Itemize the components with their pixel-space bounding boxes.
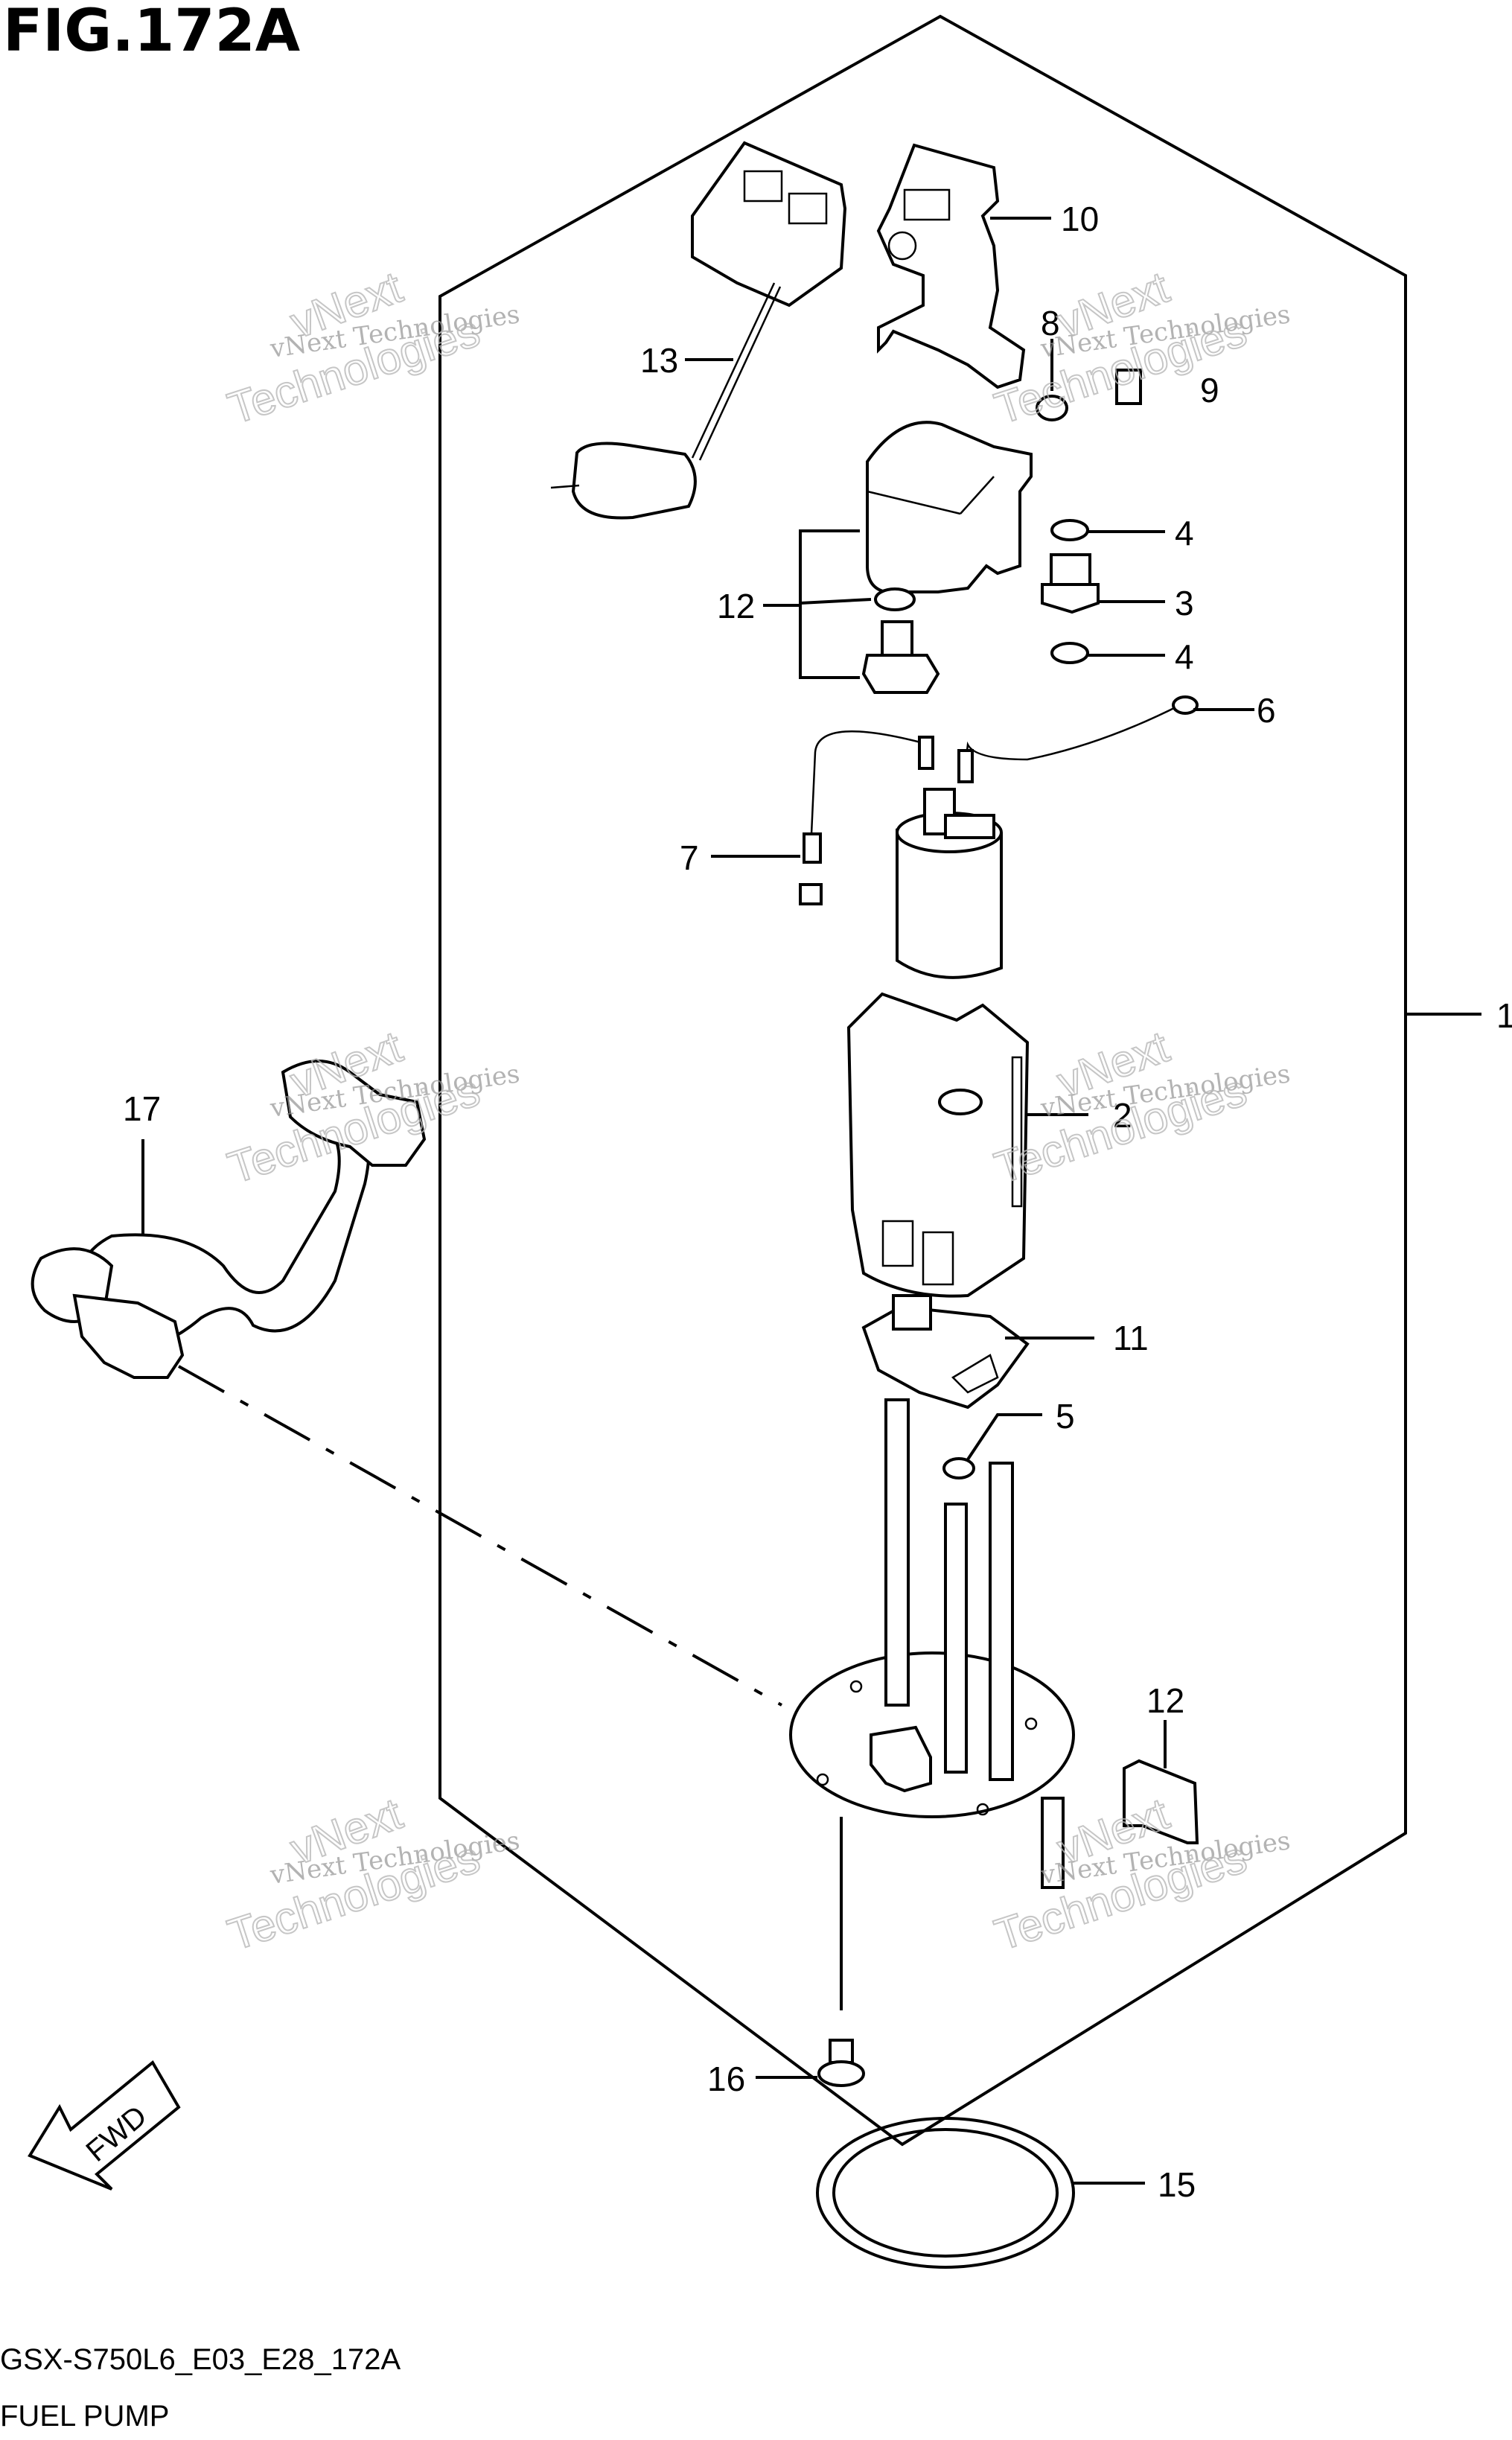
filter-part [861, 1294, 1030, 1409]
pump-motor-part [799, 695, 1199, 979]
figure-title: FIG.172A [3, 0, 300, 65]
callout-7: 7 [680, 838, 699, 877]
leader-5 [966, 1413, 1042, 1461]
callout-14: 13 [640, 341, 678, 380]
clip-part [1036, 369, 1142, 421]
o-ring-part [942, 1457, 975, 1479]
fuel-hose-part [31, 1060, 427, 1379]
cover-part [1123, 1759, 1199, 1844]
callout-1: 1 [1496, 996, 1512, 1035]
figure-name: FUEL PUMP [0, 2400, 169, 2433]
callout-3: 3 [1175, 584, 1194, 622]
gasket-part [816, 2117, 1075, 2269]
connection-line [178, 1365, 782, 1707]
callout-12: 12 [1146, 1681, 1184, 1720]
fuel-level-sender-part [550, 141, 847, 520]
callout-2: 2 [1113, 1096, 1132, 1135]
callout-17: 17 [123, 1089, 161, 1128]
callout-9: 9 [1200, 371, 1219, 410]
callout-11: 11 [1113, 1319, 1149, 1357]
watermark-group: vNext Technologies vNext Technologies vN… [221, 261, 1292, 1961]
bolt-part [817, 2039, 865, 2087]
assembly-outline [438, 14, 1407, 2147]
leader-13b [800, 598, 872, 605]
callout-4b: 4 [1175, 637, 1194, 676]
bracket-part [876, 143, 1026, 389]
callout-4a: 4 [1175, 514, 1194, 552]
callout-8: 8 [1041, 304, 1060, 343]
callout-10: 10 [1061, 200, 1099, 238]
bracket-13 [799, 529, 860, 679]
fwd-arrow-icon: FWD [28, 2060, 181, 2191]
callout-6: 6 [1257, 691, 1276, 730]
fitting-part [1041, 519, 1100, 664]
pressure-regulator-part [861, 421, 1033, 694]
base-plate-part [789, 1398, 1075, 1889]
callout-16: 16 [707, 2060, 745, 2098]
callout-5: 5 [1056, 1397, 1075, 1436]
callout-15: 15 [1158, 2165, 1196, 2204]
callout-13: 12 [717, 587, 755, 625]
figure-code: GSX-S750L6_E03_E28_172A [0, 2343, 401, 2376]
